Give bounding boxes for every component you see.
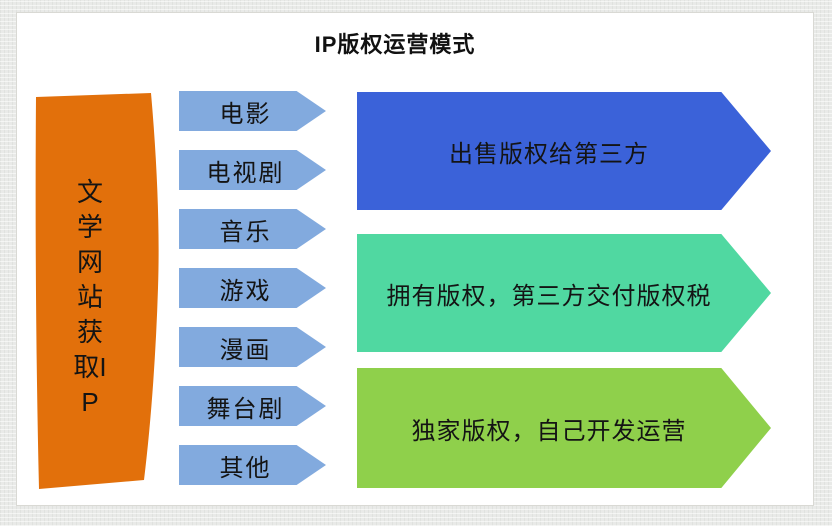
channel-label: 电视剧 xyxy=(206,159,285,187)
diagram-card: IP版权运营模式 文学网站获取IP 电影 电视剧 音乐 游戏 漫画 舞台剧 xyxy=(16,12,814,506)
mode-arrow-royalty: 拥有版权，第三方交付版权税 xyxy=(357,234,771,352)
channel-label: 漫画 xyxy=(219,336,272,364)
channel-arrow-stage: 舞台剧 xyxy=(179,386,326,426)
source-label-text: 文学网站获取IP xyxy=(73,176,107,417)
source-shape-group: 文学网站获取IP xyxy=(34,91,160,491)
mode-label: 拥有版权，第三方交付版权税 xyxy=(386,282,712,310)
channel-label: 音乐 xyxy=(219,218,272,246)
channel-label: 电影 xyxy=(219,100,272,128)
diagram-title: IP版权运营模式 xyxy=(314,32,476,57)
mode-label: 出售版权给第三方 xyxy=(449,140,649,168)
channel-label: 其他 xyxy=(219,454,272,482)
channel-arrow-comic: 漫画 xyxy=(179,327,326,367)
mode-label: 独家版权，自己开发运营 xyxy=(411,417,687,445)
channel-arrow-music: 音乐 xyxy=(179,209,326,249)
channel-label: 舞台剧 xyxy=(206,395,285,423)
channel-arrow-other: 其他 xyxy=(179,445,326,485)
source-shape-path xyxy=(35,93,159,489)
source-shape xyxy=(35,93,159,489)
channel-arrow-tv: 电视剧 xyxy=(179,150,326,190)
source-label: 文学网站获取IP xyxy=(34,91,146,491)
channel-arrow-game: 游戏 xyxy=(179,268,326,308)
mode-arrow-sell: 出售版权给第三方 xyxy=(357,92,771,210)
mode-arrow-exclusive: 独家版权，自己开发运营 xyxy=(357,368,771,488)
channel-arrow-film: 电影 xyxy=(179,91,326,131)
channel-label: 游戏 xyxy=(219,277,272,305)
